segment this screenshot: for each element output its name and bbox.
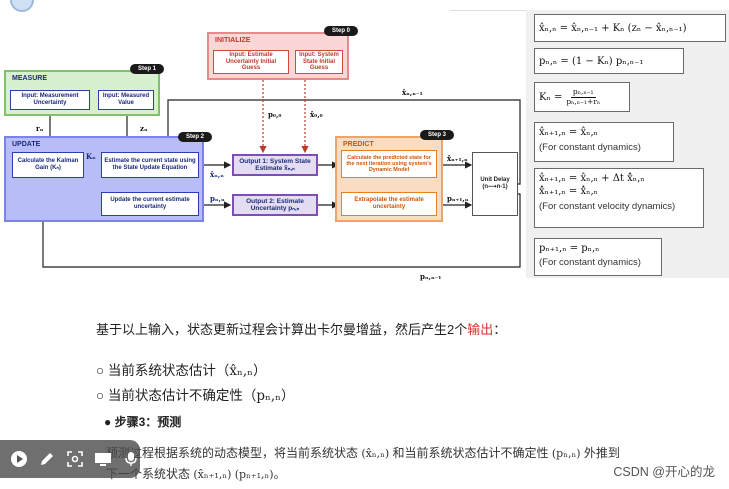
- covariance-update-formula: pₙ,ₙ = (1 − Kₙ) pₙ,ₙ₋₁: [539, 55, 644, 67]
- bullet1-text: ○ 当前系统状态估计（: [96, 363, 230, 378]
- bullet1-close: ）: [253, 363, 267, 378]
- desc2-sym1: (x̂ₙ₊₁,ₙ): [193, 468, 232, 481]
- step0-badge: Step 0: [324, 26, 359, 36]
- bullet-state-estimate: ○ 当前系统状态估计（x̂ₙ,ₙ）: [96, 359, 267, 379]
- screen-icon[interactable]: [93, 448, 112, 470]
- bullet2-symbol: pₙ,ₙ: [256, 388, 282, 404]
- step3-heading: ● 步骤3：预测: [104, 415, 182, 429]
- predict-title: PREDICT: [343, 141, 374, 148]
- avatar: [10, 0, 34, 12]
- update-title: UPDATE: [12, 141, 41, 148]
- screen-capture-icon[interactable]: [66, 448, 85, 470]
- constant-dynamics-note: (For constant dynamics): [539, 142, 641, 153]
- x-prior-label: x̂ₙ,ₙ₋₁: [402, 88, 423, 97]
- desc1-sym2: (pₙ,ₙ): [551, 447, 581, 460]
- output-description: 基于以上输入，状态更新过程会计算出卡尔曼增益，然后产生2个输出：: [96, 319, 506, 338]
- p00-symbol: p₀,₀: [268, 110, 282, 119]
- desc2-sym2: (pₙ₊₁,ₙ): [234, 468, 274, 481]
- csdn-watermark: CSDN @开心的龙: [613, 465, 715, 479]
- unit-delay-box: Unit Delay (n⟶n-1): [472, 152, 518, 216]
- bullet1-symbol: x̂ₙ,ₙ: [229, 363, 253, 379]
- play-icon[interactable]: [10, 448, 29, 470]
- position-extrapolation-formula: x̂ₙ₊₁,ₙ = x̂ₙ,ₙ + Δt x̂̇ₙ,ₙ: [539, 173, 645, 184]
- state-update-formula: x̂ₙ,ₙ = x̂ₙ,ₙ₋₁ + Kₙ (zₙ − x̂ₙ,ₙ₋₁): [539, 22, 687, 34]
- para-colon: ：: [493, 322, 507, 337]
- velocity-extrapolation-formula: x̂̇ₙ₊₁,ₙ = x̂̇ₙ,ₙ: [539, 186, 598, 197]
- measure-title: MEASURE: [12, 75, 48, 82]
- para-text: 基于以上输入，状态更新过程会计算出卡尔曼增益，然后产生2个: [96, 322, 468, 337]
- step3-badge: Step 3: [420, 130, 455, 140]
- bullet2-close: ）: [281, 388, 295, 403]
- uncertainty-initial-guess-input: Input: Estimate Uncertainty Initial Gues…: [213, 50, 289, 74]
- extrapolate-uncertainty-box: Extrapolate the estimate uncertainty: [341, 192, 437, 216]
- kalman-gain-box: Calculate the Kalman Gain (Kₙ): [12, 152, 84, 178]
- x00-symbol: x̂₀,₀: [310, 110, 323, 119]
- state-update-box: Estimate the current state using the Sta…: [101, 152, 199, 178]
- z-n-symbol: zₙ: [140, 124, 148, 133]
- p-prior-label: pₙ,ₙ₋₁: [420, 272, 442, 281]
- media-toolbar: [0, 440, 140, 478]
- microphone-icon[interactable]: [121, 448, 140, 470]
- kalman-gain-lhs: Kₙ =: [539, 91, 563, 103]
- x-next-label: x̂ₙ₊₁,ₙ: [447, 154, 468, 163]
- desc1-a: 预测过程根据系统的动态模型，将当前系统状态: [106, 446, 359, 460]
- measured-value-input: Input: Measured Value: [98, 90, 154, 110]
- predict-state-box: Calculate the predicted state for the ne…: [341, 150, 437, 178]
- covariance-extrapolation: pₙ₊₁,ₙ = pₙ,ₙ (For constant dynamics): [534, 238, 662, 276]
- predict-description-line1: 预测过程根据系统的动态模型，将当前系统状态 (x̂ₙ,ₙ) 和当前系统状态估计不…: [106, 444, 620, 461]
- x-nn-label: x̂ₙ,ₙ: [210, 170, 224, 179]
- p-nn-label: pₙ,ₙ: [210, 194, 225, 203]
- state-extrapolation-constant: x̂ₙ₊₁,ₙ = x̂ₙ,ₙ (For constant dynamics): [534, 122, 674, 162]
- p-next-label: pₙ₊₁,ₙ: [447, 194, 469, 203]
- desc1-b: 和当前系统状态估计不确定性: [392, 446, 549, 460]
- step2-badge: Step 2: [178, 132, 213, 142]
- state-extrapolation-velocity: x̂ₙ₊₁,ₙ = x̂ₙ,ₙ + Δt x̂̇ₙ,ₙ x̂̇ₙ₊₁,ₙ = x…: [534, 168, 704, 228]
- covariance-update-equation: pₙ,ₙ = (1 − Kₙ) pₙ,ₙ₋₁: [534, 48, 684, 74]
- desc1-c: 外推到: [583, 446, 620, 460]
- output2-estimate-uncertainty: Output 2: Estimate Uncertainty pₙ,ₙ: [232, 194, 318, 216]
- bullet2-text: ○ 当前状态估计不确定性（: [96, 388, 257, 403]
- state-update-equation: x̂ₙ,ₙ = x̂ₙ,ₙ₋₁ + Kₙ (zₙ − x̂ₙ,ₙ₋₁): [534, 14, 726, 42]
- desc1-sym1: (x̂ₙ,ₙ): [361, 447, 390, 460]
- k-n-symbol: Kₙ: [86, 152, 96, 161]
- kalman-gain-denominator: pₙ,ₙ₋₁+rₙ: [566, 96, 601, 106]
- output-highlight: 输出: [467, 322, 494, 337]
- covariance-extrapolation-formula: pₙ₊₁,ₙ = pₙ,ₙ: [539, 243, 600, 254]
- pen-icon[interactable]: [38, 448, 57, 470]
- kalman-gain-numerator: pₙ,ₙ₋₁: [570, 87, 596, 98]
- bullet-estimate-uncertainty: ○ 当前状态估计不确定性（pₙ,ₙ）: [96, 384, 295, 404]
- kalman-gain-fraction: pₙ,ₙ₋₁ pₙ,ₙ₋₁+rₙ: [566, 88, 600, 106]
- state-initial-guess-input: Input: System State Initial Guess: [295, 50, 343, 74]
- constant-velocity-note: (For constant velocity dynamics): [539, 201, 676, 212]
- r-n-symbol: rₙ: [36, 124, 44, 133]
- constant-dynamics-note-2: (For constant dynamics): [539, 257, 641, 268]
- diagram-connectors: [39, 72, 521, 268]
- initialize-title: INITIALIZE: [215, 37, 251, 44]
- step1-badge: Step 1: [130, 64, 165, 74]
- uncertainty-update-box: Update the current estimate uncertainty: [101, 192, 199, 216]
- kalman-gain-equation: Kₙ = pₙ,ₙ₋₁ pₙ,ₙ₋₁+rₙ: [534, 82, 630, 112]
- measurement-uncertainty-input: Input: Measurement Uncertainty: [10, 90, 90, 110]
- kalman-filter-diagram: MEASURE Step 1 Input: Measurement Uncert…: [0, 24, 525, 294]
- output1-state-estimate: Output 1: System State Estimate x̂ₙ,ₙ: [232, 154, 318, 176]
- desc2-end: 。: [273, 467, 286, 481]
- state-extrapolation-formula: x̂ₙ₊₁,ₙ = x̂ₙ,ₙ: [539, 127, 598, 138]
